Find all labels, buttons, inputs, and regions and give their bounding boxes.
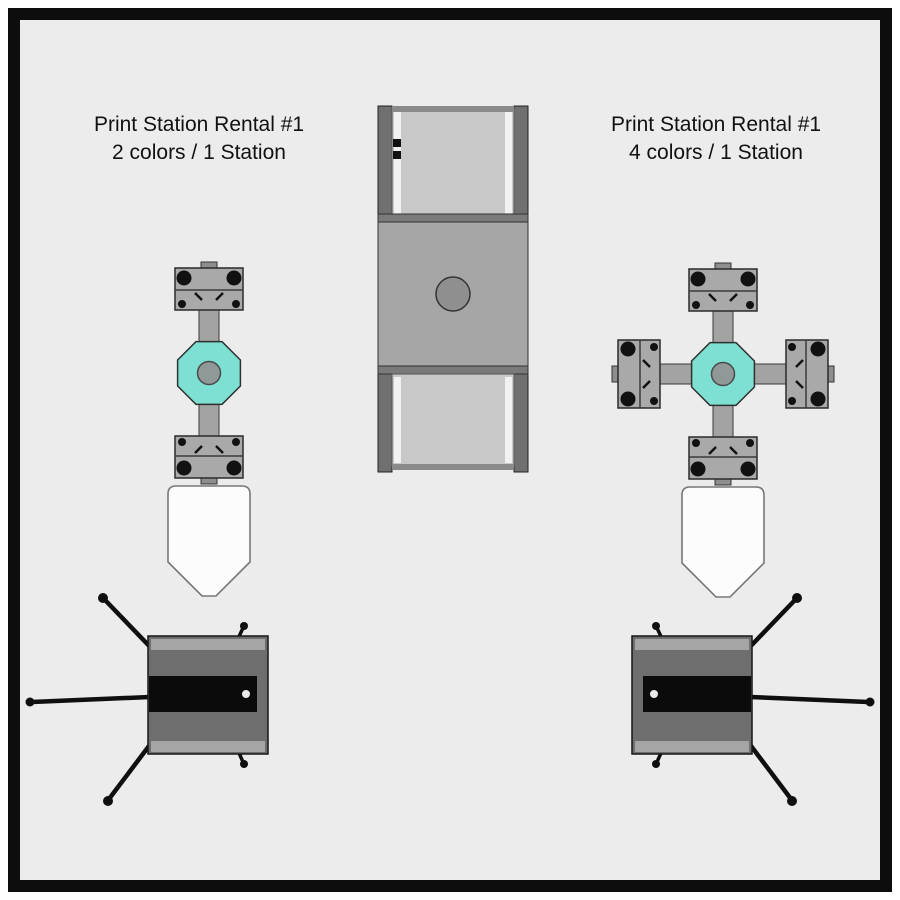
label-left-station: Print Station Rental #1 2 colors / 1 Sta… [94,113,304,164]
conveyor-belt-top [391,107,515,219]
print-head-left [610,338,662,410]
label-right-line2: 4 colors / 1 Station [629,141,803,164]
conveyor-vent-circle [435,276,471,312]
print-head-right [784,338,836,410]
print-head-bottom [173,434,245,486]
press-hub-circle [710,361,736,387]
print-head-top [173,260,245,312]
four-color-press-icon [610,261,836,487]
two-color-press-icon [173,260,245,486]
label-left-line1: Print Station Rental #1 [94,113,304,136]
press-hub-circle [196,360,222,386]
conveyor-dryer-icon [377,105,529,473]
label-right-station: Print Station Rental #1 4 colors / 1 Sta… [611,113,821,164]
print-head-top [687,261,759,313]
conveyor-belt-bottom [391,373,515,467]
conveyor-control-switch [393,151,401,159]
label-right-line1: Print Station Rental #1 [611,113,821,136]
print-head-bottom [687,435,759,487]
label-left-line2: 2 colors / 1 Station [112,141,286,164]
conveyor-control-switch [393,139,401,147]
